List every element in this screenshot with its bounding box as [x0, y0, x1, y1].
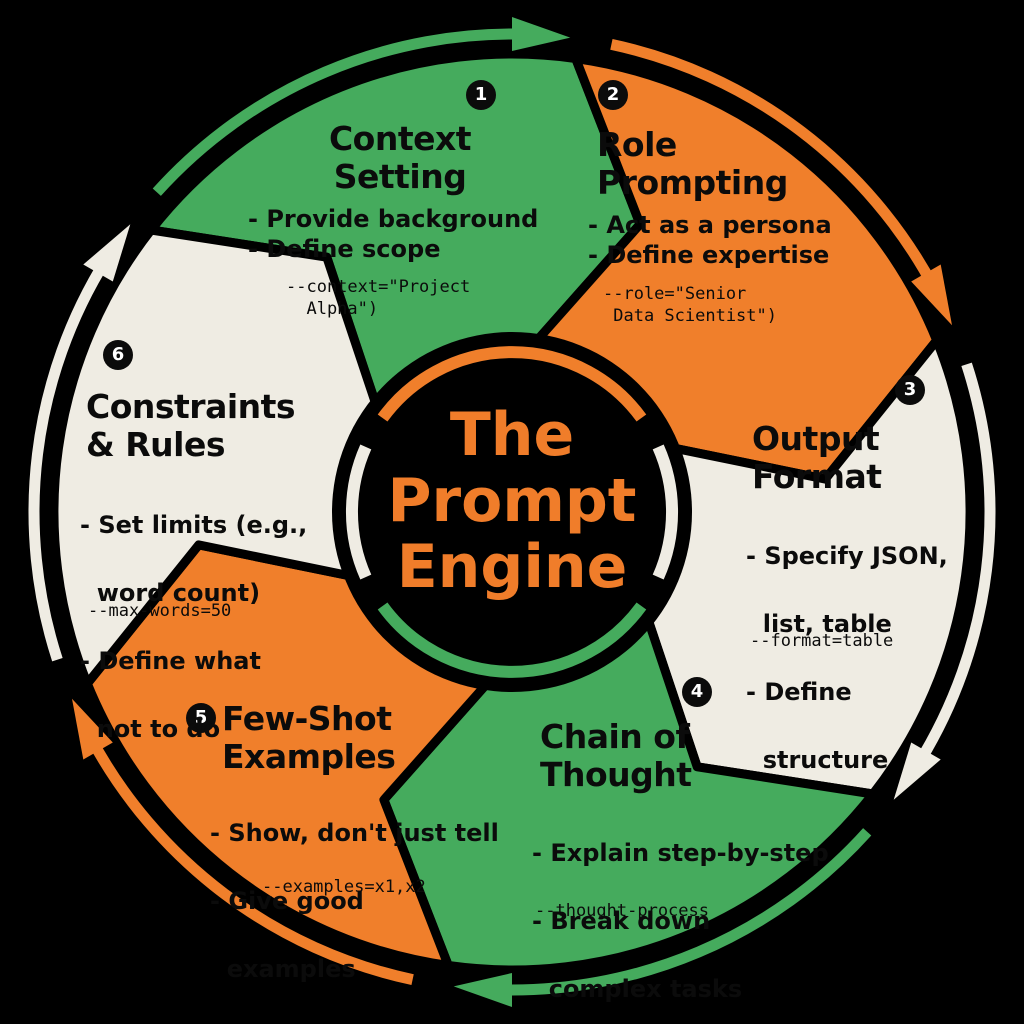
- step-5-bullet: - Show, don't just tell: [210, 819, 499, 847]
- step-4-bullet: - Break down: [532, 907, 711, 935]
- step-5-bullet: - Give good: [210, 887, 364, 915]
- ring-arrowhead-3: [893, 742, 941, 800]
- step-6-title-line: & Rules: [86, 425, 226, 464]
- step-3-title: Output Format: [752, 420, 882, 496]
- step-3-bullet: - Define: [746, 678, 852, 706]
- step-1-title-line: Context: [328, 119, 472, 158]
- step-6-title-line: Constraints: [86, 387, 296, 426]
- step-1-bullets: - Provide background - Define scope: [248, 204, 538, 264]
- hub-ring-arc-1: [377, 346, 647, 422]
- center-title: The Prompt Engine: [362, 402, 662, 600]
- step-1-title: Context Setting: [300, 120, 500, 196]
- ring-arc-3: [912, 362, 996, 769]
- step-6-code: --max-words=50: [88, 601, 232, 621]
- step-1-number-badge: 1: [466, 80, 496, 110]
- step-5-title-line: Few-Shot: [222, 699, 392, 738]
- hub-core: [371, 371, 653, 653]
- step-5-code: --examples=x1,x2: [262, 877, 426, 897]
- step-5-number-badge: 5: [186, 703, 216, 733]
- step-5-bullet: examples: [210, 955, 356, 983]
- center-hub: [332, 332, 692, 692]
- hub-ring-arc-3: [652, 444, 678, 580]
- step-3-title-line: Format: [752, 457, 882, 496]
- outer-ring-arrows: [28, 17, 996, 1007]
- hub-ring-arc-2: [377, 602, 647, 678]
- step-5-title: Few-Shot Examples: [222, 699, 396, 776]
- step-1-code: --context="Project Alpha"): [286, 277, 471, 319]
- step-4-bullet: complex tasks: [532, 975, 743, 1003]
- step-6-bullets: - Set limits (e.g., word count) - Define…: [80, 472, 307, 763]
- ring-arrowhead-1: [512, 17, 571, 51]
- step-1-bullet: - Provide background: [248, 205, 539, 233]
- step-2-title-line: Role: [597, 125, 677, 164]
- step-2-title-line: Prompting: [597, 163, 788, 202]
- step-6-bullet: - Define what: [80, 647, 261, 675]
- ring-arc-1: [152, 28, 529, 196]
- step-3-bullets: - Specify JSON, list, table - Define str…: [746, 503, 948, 794]
- center-title-line: Engine: [396, 532, 628, 602]
- step-3-bullet: list, table: [746, 610, 892, 638]
- step-6-bullet: - Set limits (e.g.,: [80, 511, 308, 539]
- ring-arc-6: [28, 255, 112, 662]
- ring-arrowhead-2: [911, 264, 952, 326]
- step-4-title-line: Chain of: [540, 717, 690, 756]
- ring-arrowhead-4: [453, 973, 512, 1007]
- step-5-title-line: Examples: [222, 737, 396, 776]
- step-6-bullet: word count): [80, 579, 261, 607]
- step-2-number-badge: 2: [598, 80, 628, 110]
- step-4-title-line: Thought: [540, 755, 692, 794]
- step-3-title-line: Output: [752, 419, 880, 458]
- step-2-bullet: - Define expertise: [588, 241, 830, 269]
- step-4-number-badge: 4: [682, 677, 712, 707]
- step-6-number-badge: 6: [103, 340, 133, 370]
- center-title-line: Prompt: [387, 466, 637, 536]
- step-4-bullet: - Explain step-by-step: [532, 839, 829, 867]
- ring-arrowhead-5: [72, 698, 113, 760]
- step-2-title: Role Prompting: [597, 126, 788, 202]
- step-2-bullet: - Act as a persona: [588, 211, 832, 239]
- step-3-code: --format=table: [750, 631, 894, 651]
- step-6-title: Constraints & Rules: [86, 387, 296, 464]
- step-3-bullet: - Specify JSON,: [746, 542, 948, 570]
- hub-ring-arc-4: [346, 444, 372, 580]
- step-5-bullets: - Show, don't just tell - Give good exam…: [210, 780, 499, 1003]
- step-1-bullet: - Define scope: [248, 235, 441, 263]
- step-3-number-badge: 3: [895, 375, 925, 405]
- step-2-code: --role="Senior Data Scientist"): [603, 284, 777, 326]
- step-4-code: --thought-process: [535, 901, 709, 921]
- step-2-bullets: - Act as a persona - Define expertise: [588, 210, 832, 270]
- step-3-bullet: structure: [746, 746, 889, 774]
- ring-arc-2: [610, 39, 939, 291]
- step-4-bullets: - Explain step-by-step - Break down comp…: [532, 800, 829, 1023]
- step-4-title: Chain of Thought: [540, 718, 692, 794]
- ring-arc-4: [495, 828, 872, 996]
- step-1-title-line: Setting: [333, 157, 467, 196]
- ring-arrowhead-6: [83, 224, 131, 282]
- center-title-line: The: [449, 400, 575, 470]
- ring-arc-5: [85, 733, 414, 985]
- step-6-bullet: not to do: [80, 715, 221, 743]
